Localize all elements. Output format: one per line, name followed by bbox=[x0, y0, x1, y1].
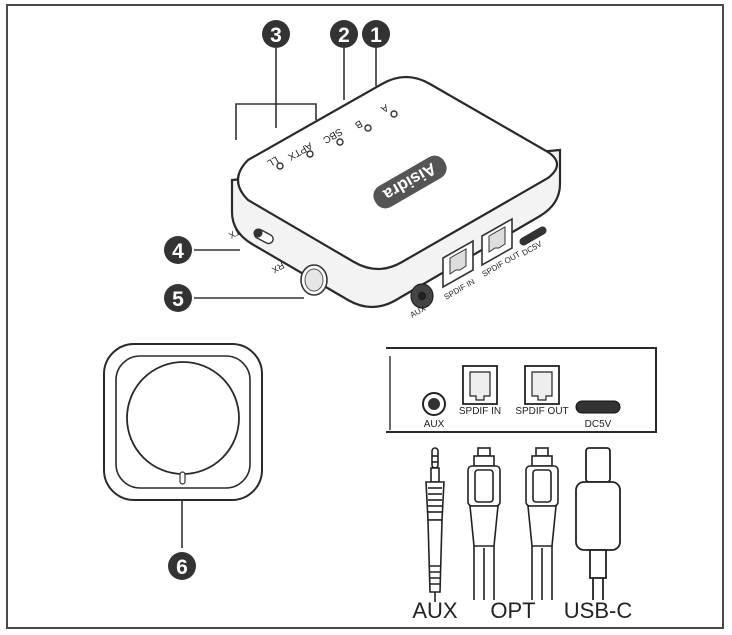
optical-cable-2 bbox=[525, 447, 559, 600]
panel-label-aux: AUX bbox=[424, 419, 445, 430]
panel-label-spdif-in: SPDIF IN bbox=[459, 406, 501, 417]
transmitter-device: Aisidra A B SBC APTX LL TX RX bbox=[227, 75, 562, 320]
panel-label-spdif-out: SPDIF OUT bbox=[515, 406, 568, 417]
diagram-frame bbox=[6, 4, 724, 629]
cable-label-aux: AUX bbox=[412, 598, 458, 623]
receiver-led bbox=[179, 471, 186, 485]
pairing-button bbox=[300, 264, 328, 296]
cable-label-usbc: USB-C bbox=[564, 598, 633, 623]
led-b bbox=[364, 124, 372, 132]
port-panel: AUX SPDIF IN SPDIF OUT DC5V bbox=[386, 347, 657, 433]
led-label-b: B bbox=[352, 117, 364, 130]
svg-text:1: 1 bbox=[370, 24, 382, 47]
callout-4: 4 bbox=[164, 236, 192, 264]
device-top bbox=[236, 75, 559, 271]
led-ll bbox=[276, 162, 284, 170]
callout-5: 5 bbox=[164, 284, 192, 312]
led-label-ll: LL bbox=[264, 153, 280, 168]
cable-label-opt: OPT bbox=[490, 598, 535, 623]
svg-text:4: 4 bbox=[172, 240, 184, 263]
optical-cable-1 bbox=[467, 447, 501, 600]
panel-label-dc5v: DC5V bbox=[585, 419, 612, 430]
svg-text:6: 6 bbox=[176, 556, 188, 579]
usbc-port bbox=[519, 226, 547, 246]
led-label-a: A bbox=[378, 101, 390, 114]
switch-tx-label: TX bbox=[227, 226, 242, 240]
callout-3: 3 bbox=[262, 20, 290, 48]
led-sbc bbox=[336, 138, 344, 146]
callout-2: 2 bbox=[330, 20, 358, 48]
svg-text:2: 2 bbox=[338, 24, 350, 47]
receiver-device bbox=[103, 343, 263, 501]
receiver-knob bbox=[126, 361, 240, 475]
aux-cable bbox=[425, 447, 445, 602]
svg-text:5: 5 bbox=[172, 288, 184, 311]
callout-1: 1 bbox=[362, 20, 390, 48]
led-aptx bbox=[306, 150, 314, 158]
callout-6: 6 bbox=[168, 552, 196, 580]
svg-text:3: 3 bbox=[270, 24, 282, 47]
usbc-cable bbox=[575, 447, 621, 600]
panel-usbc-port bbox=[575, 400, 621, 414]
leader-lines bbox=[181, 48, 377, 548]
led-a bbox=[390, 110, 398, 118]
